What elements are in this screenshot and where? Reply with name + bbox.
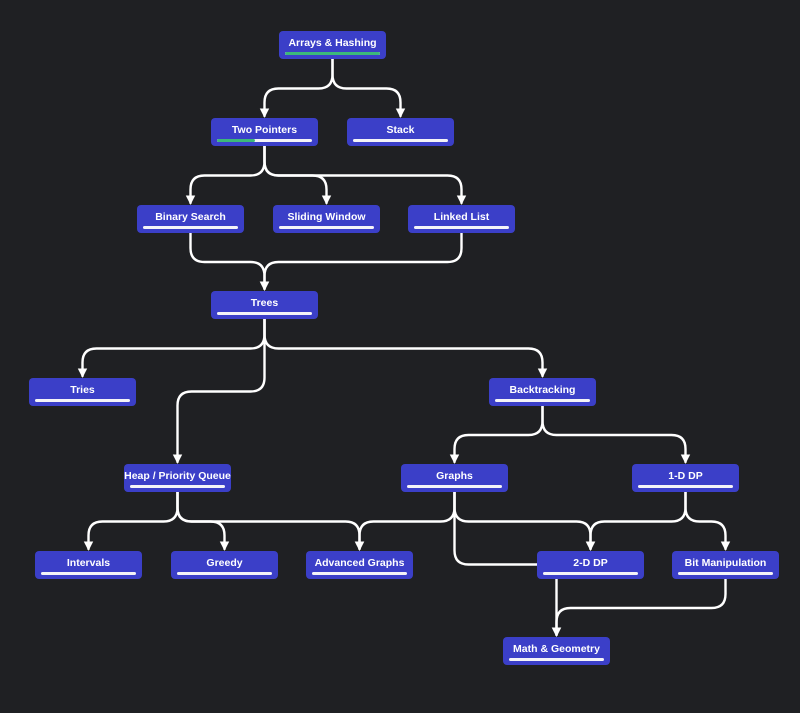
edge-trees-to-backtracking: [263, 317, 548, 378]
topic-label: Stack: [386, 124, 415, 136]
topic-node-linkedlist[interactable]: Linked List: [408, 205, 515, 233]
progress-bar: [41, 572, 136, 575]
topic-node-intervals[interactable]: Intervals: [35, 551, 142, 579]
progress-bar: [678, 572, 773, 575]
progress-bar: [130, 485, 225, 488]
progress-bar: [509, 658, 604, 661]
progress-bar: [312, 572, 407, 575]
progress-bar: [217, 139, 312, 142]
edge-binarysearch-to-trees: [189, 231, 270, 291]
topic-label: 2-D DP: [573, 557, 608, 569]
progress-bar: [279, 226, 374, 229]
topic-node-dp2[interactable]: 2-D DP: [537, 551, 644, 579]
topic-label: 1-D DP: [668, 470, 703, 482]
topic-label: Linked List: [433, 211, 490, 223]
topic-node-dp1[interactable]: 1-D DP: [632, 464, 739, 492]
topic-label: Heap / Priority Queue: [124, 470, 231, 482]
edge-graphs-to-advgraphs: [354, 490, 456, 551]
topic-node-backtracking[interactable]: Backtracking: [489, 378, 596, 406]
topic-label: Binary Search: [155, 211, 226, 223]
topic-node-graphs[interactable]: Graphs: [401, 464, 508, 492]
progress-bar: [217, 312, 312, 315]
topic-node-bitmanip[interactable]: Bit Manipulation: [672, 551, 779, 579]
edge-arrays-to-stack: [331, 57, 406, 118]
edge-twopointers-to-linkedlist: [263, 144, 467, 205]
edge-bitmanip-to-math: [551, 577, 727, 637]
topic-node-arrays[interactable]: Arrays & Hashing: [279, 31, 386, 59]
progress-bar: [638, 485, 733, 488]
progress-fill: [285, 52, 380, 55]
edge-trees-to-tries: [77, 317, 266, 378]
edge-dp1-to-bitmanip: [684, 490, 731, 551]
progress-bar: [143, 226, 238, 229]
topic-label: Arrays & Hashing: [288, 37, 377, 49]
edge-heap-to-advgraphs: [176, 490, 365, 551]
progress-fill: [217, 139, 255, 142]
topic-node-stack[interactable]: Stack: [347, 118, 454, 146]
topic-label: Sliding Window: [287, 211, 366, 223]
progress-bar: [285, 52, 380, 55]
topic-label: Backtracking: [509, 384, 576, 396]
edge-trees-to-heap: [172, 317, 266, 464]
topic-node-heap[interactable]: Heap / Priority Queue: [124, 464, 231, 492]
edge-backtracking-to-graphs: [449, 404, 544, 464]
topic-node-twopointers[interactable]: Two Pointers: [211, 118, 318, 146]
topic-label: Greedy: [206, 557, 243, 569]
progress-bar: [35, 399, 130, 402]
progress-bar: [407, 485, 502, 488]
topic-node-math[interactable]: Math & Geometry: [503, 637, 610, 665]
topic-label: Advanced Graphs: [314, 557, 405, 569]
edge-linkedlist-to-trees: [259, 231, 463, 291]
topic-node-binarysearch[interactable]: Binary Search: [137, 205, 244, 233]
topic-node-slidingwindow[interactable]: Sliding Window: [273, 205, 380, 233]
topic-node-advgraphs[interactable]: Advanced Graphs: [306, 551, 413, 579]
topic-node-tries[interactable]: Tries: [29, 378, 136, 406]
progress-bar: [495, 399, 590, 402]
edge-heap-to-intervals: [83, 490, 179, 551]
topic-label: Graphs: [436, 470, 473, 482]
progress-bar: [177, 572, 272, 575]
topic-label: Intervals: [66, 557, 111, 569]
edge-dp1-to-dp2: [585, 490, 687, 551]
topic-label: Tries: [70, 384, 95, 396]
progress-bar: [353, 139, 448, 142]
edge-backtracking-to-dp1: [541, 404, 691, 464]
topic-label: Trees: [250, 297, 279, 309]
topic-label: Two Pointers: [231, 124, 298, 136]
topic-node-trees[interactable]: Trees: [211, 291, 318, 319]
edge-twopointers-to-binarysearch: [185, 144, 266, 205]
progress-bar: [543, 572, 638, 575]
topic-node-greedy[interactable]: Greedy: [171, 551, 278, 579]
progress-bar: [414, 226, 509, 229]
edge-arrays-to-twopointers: [259, 57, 334, 118]
topic-label: Math & Geometry: [513, 643, 600, 655]
topic-label: Bit Manipulation: [684, 557, 767, 569]
edge-graphs-to-dp2: [453, 490, 596, 551]
